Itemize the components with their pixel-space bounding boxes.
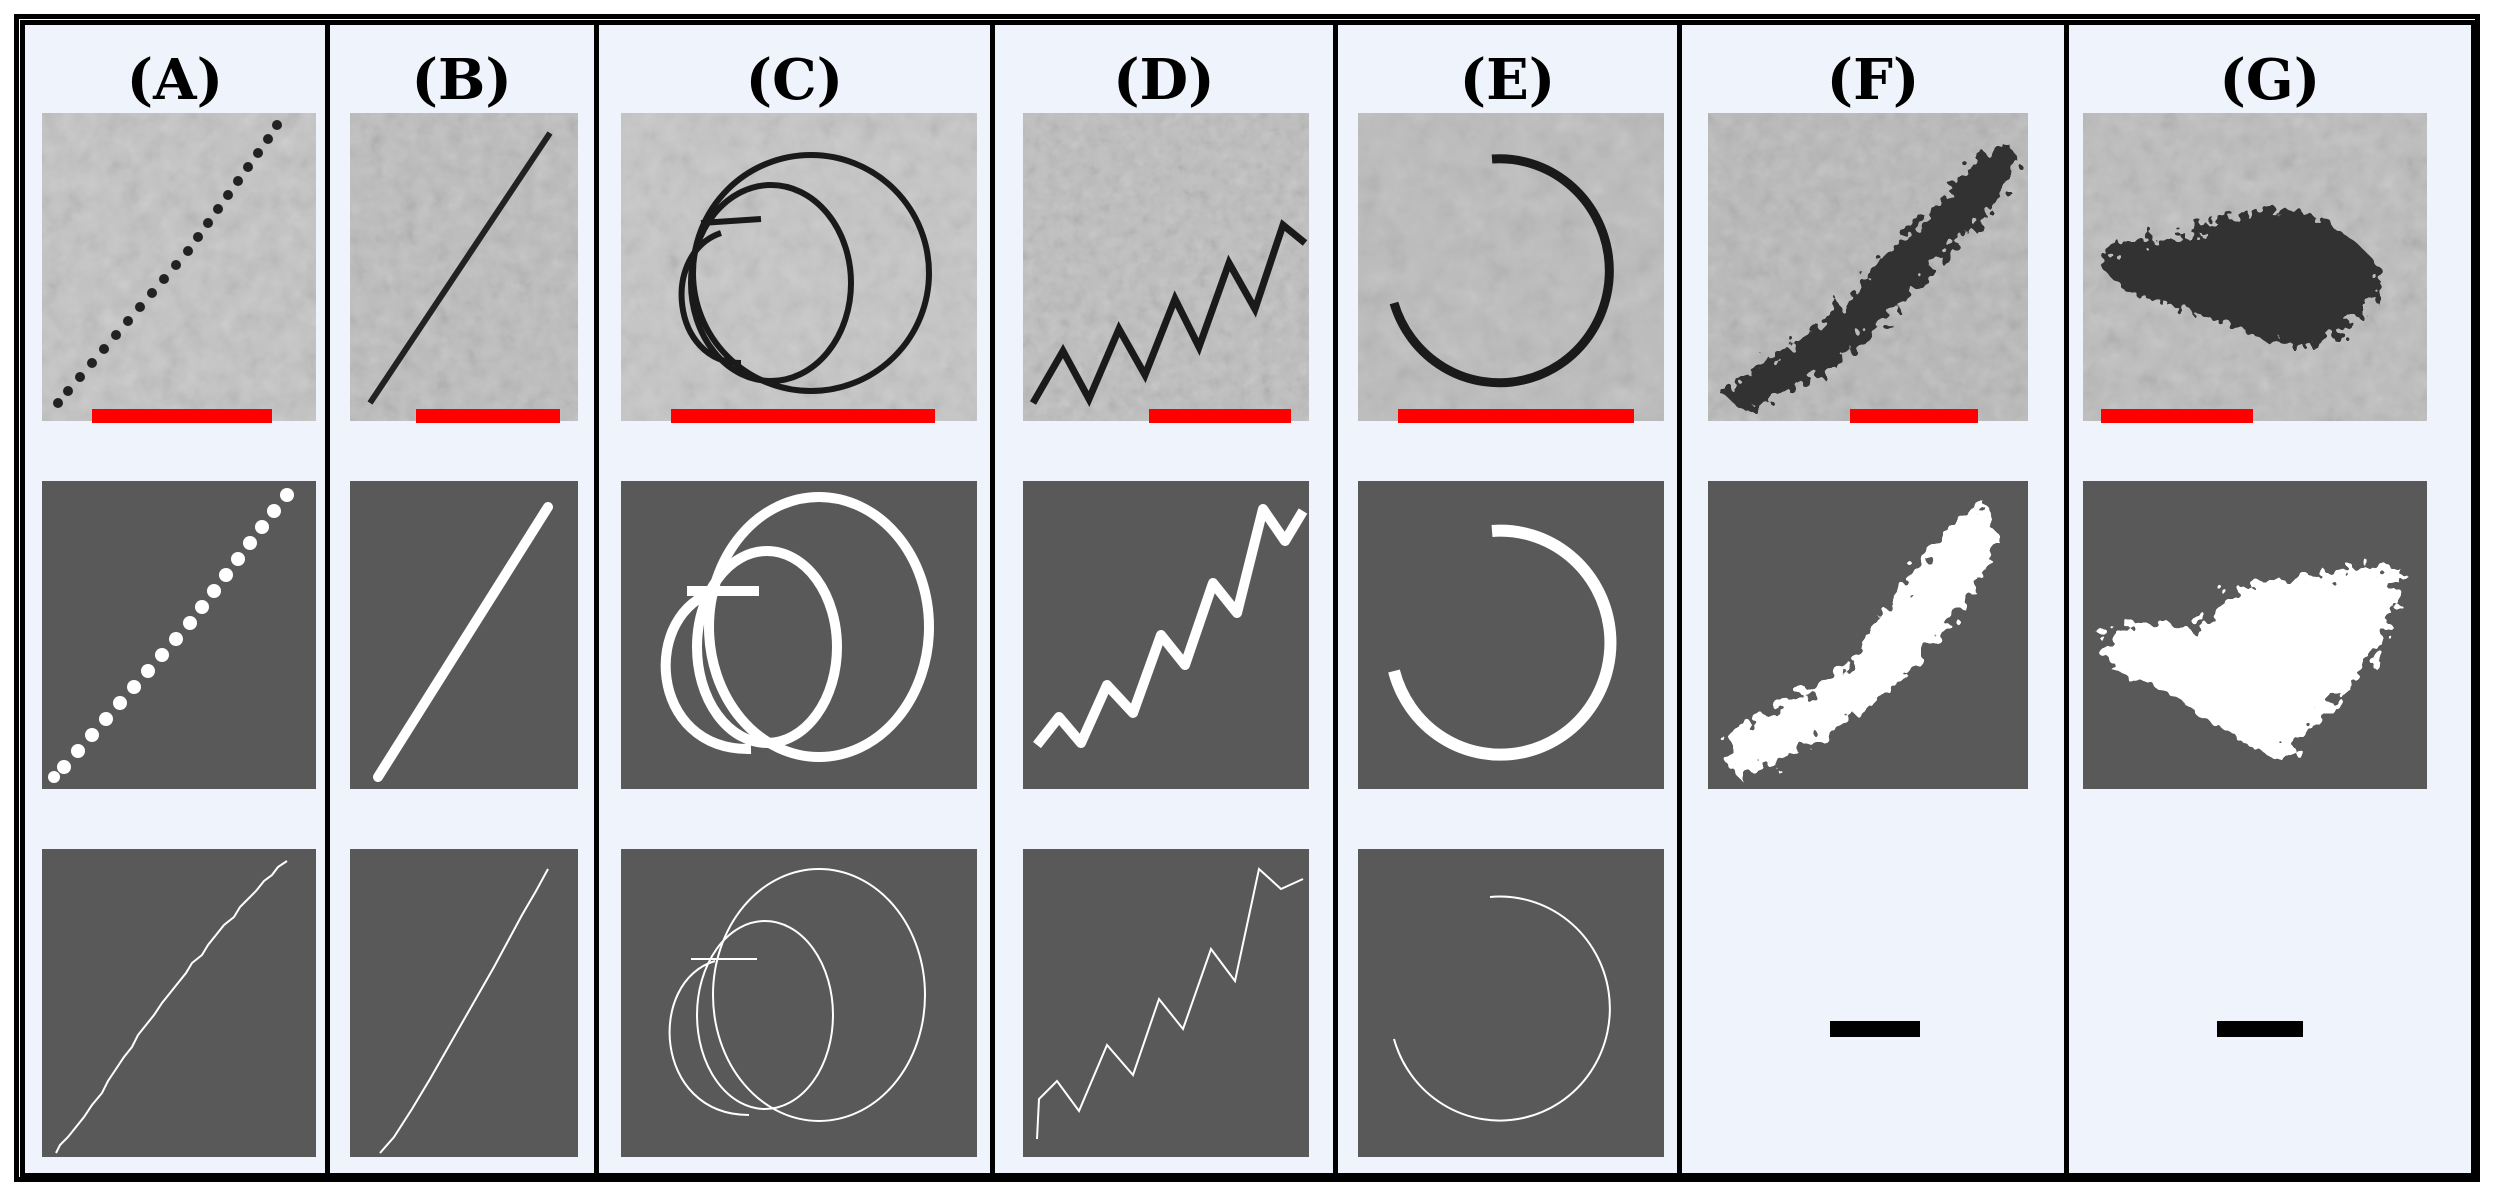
panel-b: (B) bbox=[329, 25, 599, 1173]
panel-e: (E) bbox=[1337, 25, 1683, 1173]
binary-mask bbox=[42, 481, 316, 789]
skeleton-image bbox=[349, 849, 578, 1157]
panel-label: (G) bbox=[2219, 47, 2321, 113]
panel-label: (C) bbox=[745, 47, 844, 113]
skeleton-image bbox=[620, 849, 977, 1157]
skeleton-image bbox=[1708, 849, 2028, 1157]
scale-bar bbox=[670, 409, 935, 423]
panel-label: (D) bbox=[1113, 47, 1215, 113]
figure-grid: (A) bbox=[20, 20, 2476, 1178]
micrograph-image bbox=[1708, 113, 2029, 423]
panel-a: (A) bbox=[25, 25, 330, 1173]
scale-bar bbox=[1830, 1021, 1921, 1037]
scale-bar bbox=[1149, 409, 1292, 423]
scale-bar bbox=[2216, 1021, 2303, 1037]
skeleton-image bbox=[1357, 849, 1664, 1157]
panel-label: (F) bbox=[1826, 47, 1920, 113]
panel-f: (F) bbox=[1682, 25, 2069, 1173]
skeleton-image bbox=[1023, 849, 1310, 1157]
micrograph-image bbox=[620, 113, 977, 423]
binary-mask bbox=[349, 481, 578, 789]
binary-mask bbox=[620, 481, 977, 789]
panel-g: (G) bbox=[2068, 25, 2471, 1173]
micrograph-image bbox=[1357, 113, 1664, 423]
binary-mask bbox=[1357, 481, 1664, 789]
micrograph-image bbox=[42, 113, 316, 423]
scale-bar bbox=[2100, 409, 2253, 423]
micrograph-image bbox=[349, 113, 578, 423]
scale-bar bbox=[1850, 409, 1979, 423]
micrograph-image bbox=[2082, 113, 2427, 423]
panel-label: (A) bbox=[126, 47, 224, 113]
panel-label: (B) bbox=[411, 47, 512, 113]
panel-c: (C) bbox=[598, 25, 996, 1173]
binary-mask bbox=[2082, 481, 2427, 789]
scale-bar bbox=[92, 409, 272, 423]
binary-mask bbox=[1023, 481, 1310, 789]
skeleton-image bbox=[2083, 849, 2427, 1157]
binary-mask bbox=[1708, 481, 2029, 789]
skeleton-image bbox=[42, 849, 316, 1157]
micrograph-image bbox=[1023, 113, 1310, 423]
scale-bar bbox=[1397, 409, 1634, 423]
panel-label: (E) bbox=[1459, 47, 1556, 113]
scale-bar bbox=[415, 409, 560, 423]
panel-d: (D) bbox=[995, 25, 1338, 1173]
